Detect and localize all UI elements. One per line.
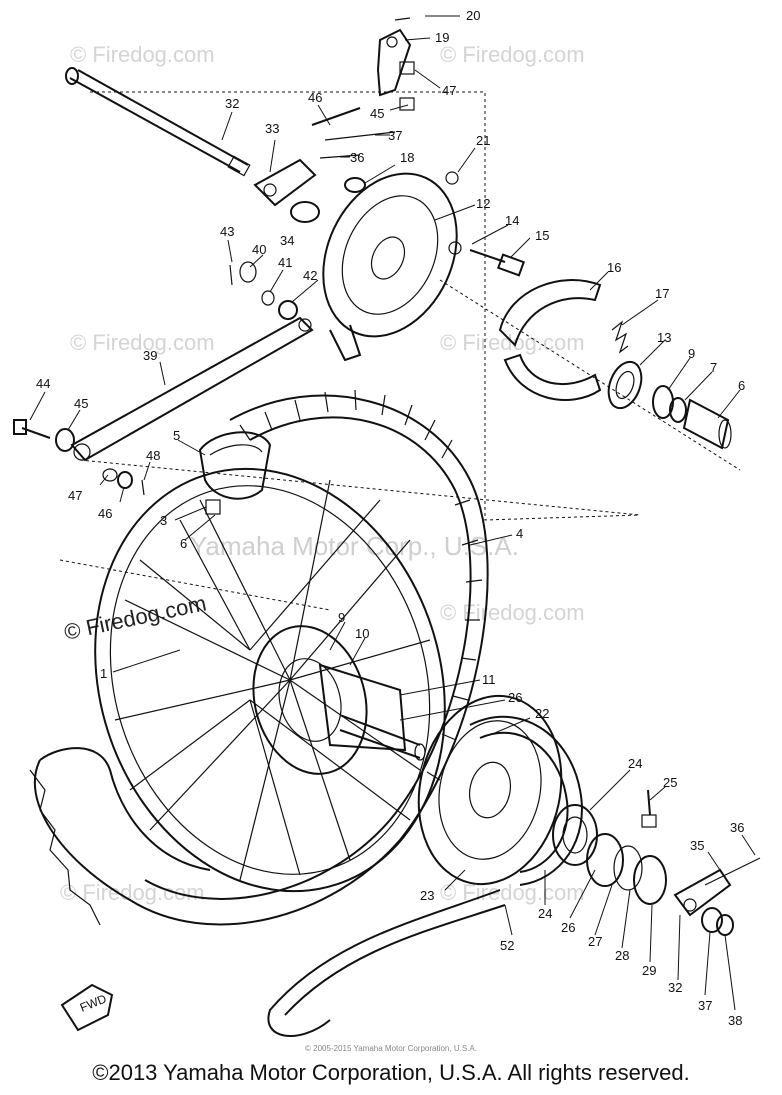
torque-arm-bolt (13, 419, 75, 452)
callout-label: 36 (350, 150, 364, 165)
callout-label: 7 (710, 360, 717, 375)
callout-label: 36 (730, 820, 744, 835)
callout-label: 3 (160, 513, 167, 528)
callout-label: 47 (442, 83, 456, 98)
callout-label: 6 (738, 378, 745, 393)
callout-label: 4 (516, 526, 523, 541)
copyright-notice: ©2013 Yamaha Motor Corporation, U.S.A. A… (92, 1060, 690, 1085)
callout-label: 29 (642, 963, 656, 978)
callout-label: 43 (220, 224, 234, 239)
callout-label: 24 (628, 756, 642, 771)
callout-label: 24 (538, 906, 552, 921)
callout-label: 17 (655, 286, 669, 301)
brake-cam (448, 241, 526, 277)
callout-labels: 20 19 47 45 46 37 36 32 33 18 21 34 12 1… (36, 8, 745, 1028)
callout-label: 15 (535, 228, 549, 243)
callout-label: 32 (225, 96, 239, 111)
watermark-site: © Firedog.com (70, 330, 215, 355)
callout-label: 46 (308, 90, 322, 105)
callout-label: 48 (146, 448, 160, 463)
watermark-layer: © Firedog.com © Firedog.com © Firedog.co… (60, 42, 585, 905)
watermark-credit: Yamaha Motor Corp., U.S.A. (190, 531, 519, 561)
axle-spacers-right (586, 833, 761, 936)
rim-and-spokes (94, 467, 446, 893)
callout-label: 42 (303, 268, 317, 283)
brake-shoe-plate (322, 171, 459, 362)
forward-direction-badge: FWD (60, 983, 114, 1032)
callout-label: 40 (252, 242, 266, 257)
callout-label: 44 (36, 376, 50, 391)
callout-label: 22 (535, 706, 549, 721)
brake-lever-assembly (311, 17, 415, 159)
torque-arm (70, 316, 314, 462)
callout-label: 16 (607, 260, 621, 275)
watermark-site: © Firedog.com (70, 42, 215, 67)
callout-label: 9 (338, 610, 345, 625)
callout-label: 41 (278, 255, 292, 270)
callout-label: 45 (370, 106, 384, 121)
callout-label: 13 (657, 330, 671, 345)
callout-label: 26 (508, 690, 522, 705)
callout-label: 35 (690, 838, 704, 853)
chain-adjuster-left (253, 158, 320, 223)
callout-label: 25 (663, 775, 677, 790)
callout-label: 19 (435, 30, 449, 45)
watermark-site: © Firedog.com (440, 42, 585, 67)
callout-label: 45 (74, 396, 88, 411)
callout-label: 47 (68, 488, 82, 503)
fwd-label: FWD (78, 991, 109, 1014)
rear-hub (252, 625, 426, 775)
callout-label: 37 (698, 998, 712, 1013)
callout-label: 21 (476, 133, 490, 148)
callout-label: 6 (180, 536, 187, 551)
callout-label: 37 (388, 128, 402, 143)
callout-label: 20 (466, 8, 480, 23)
drive-chain (267, 715, 583, 1037)
callout-label: 11 (482, 672, 496, 687)
callout-label: 12 (476, 196, 490, 211)
callout-label: 34 (280, 233, 294, 248)
watermark-site: © Firedog.com (440, 880, 585, 905)
callout-label: 39 (143, 348, 157, 363)
callout-label: 28 (615, 948, 629, 963)
hub-spacers-right (607, 360, 732, 450)
rear-tire (29, 389, 489, 926)
callout-label: 18 (400, 150, 414, 165)
small-hardware (102, 261, 298, 496)
callout-label: 5 (173, 428, 180, 443)
assembly-guides (59, 91, 741, 611)
callout-label: 27 (588, 934, 602, 949)
sprocket-hardware (552, 789, 657, 866)
callout-label: 46 (98, 506, 112, 521)
brake-shoes (498, 279, 629, 401)
callout-label: 32 (668, 980, 682, 995)
callout-label: 52 (500, 938, 514, 953)
callout-label: 1 (100, 666, 107, 681)
callout-label: 33 (265, 121, 279, 136)
callout-leaders (29, 15, 756, 1011)
callout-label: 9 (688, 346, 695, 361)
rear-axle (65, 67, 251, 177)
rear-sprocket (417, 694, 563, 886)
watermark-site: © Firedog.com (440, 600, 585, 625)
callout-label: 14 (505, 213, 519, 228)
callout-label: 10 (355, 626, 369, 641)
callout-label: 23 (420, 888, 434, 903)
callout-label: 38 (728, 1013, 742, 1028)
callout-label: 26 (561, 920, 575, 935)
small-credit-line: © 2005-2015 Yamaha Motor Corporation, U.… (305, 1044, 477, 1053)
